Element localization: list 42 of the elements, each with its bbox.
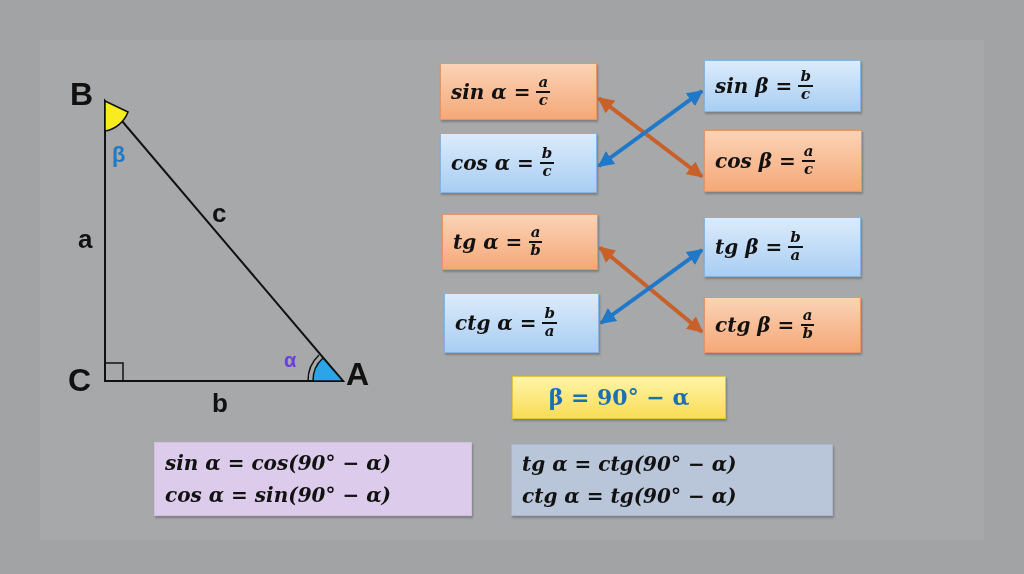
angle-label: α	[284, 350, 297, 370]
angle-label: β	[112, 144, 126, 166]
formula-text: ctg β =	[715, 313, 795, 337]
double-arrow	[597, 89, 704, 168]
formula-text: sin β =	[715, 74, 793, 98]
double-arrow	[597, 96, 704, 179]
formula-text: tg α =	[453, 230, 523, 254]
formula-box	[512, 376, 726, 419]
formula-text: tg β =	[715, 235, 783, 259]
triangle-label: b	[212, 390, 228, 416]
triangle-label: a	[78, 226, 93, 252]
fraction: b a	[542, 306, 557, 340]
triangle-label: B	[70, 78, 94, 110]
fraction: a c	[536, 74, 551, 109]
formula-text: sin α =	[451, 79, 531, 104]
formula-text: sin α = cos(90° − α)	[165, 450, 392, 476]
formula-box	[442, 214, 598, 270]
formula-text: ctg α = tg(90° − α)	[522, 483, 737, 509]
triangle-label: A	[346, 358, 370, 390]
formula-text: cos α =	[451, 151, 534, 175]
formula-box	[440, 133, 597, 193]
fraction: a b	[528, 225, 543, 259]
fraction: b a	[788, 230, 803, 264]
formula-box	[511, 444, 833, 516]
fraction: a c	[801, 144, 816, 178]
formula-text: tg α = ctg(90° − α)	[522, 451, 737, 477]
formula-box	[704, 297, 861, 353]
triangle-label: c	[212, 200, 227, 226]
formula-box	[444, 293, 599, 353]
triangle-label: C	[68, 364, 92, 396]
formula-text: ctg α =	[455, 311, 537, 335]
formula-box	[440, 63, 597, 120]
fraction: a b	[800, 308, 815, 342]
formula-box	[704, 60, 861, 112]
formula-text: cos α = sin(90° − α)	[165, 482, 392, 508]
formula-text: β = 90° − α	[548, 383, 690, 413]
formula-box	[704, 130, 862, 192]
formula-box	[154, 442, 472, 516]
formula-box	[704, 217, 861, 277]
fraction: b c	[539, 146, 555, 180]
fraction: b c	[798, 69, 813, 103]
formula-text: cos β =	[715, 149, 796, 173]
